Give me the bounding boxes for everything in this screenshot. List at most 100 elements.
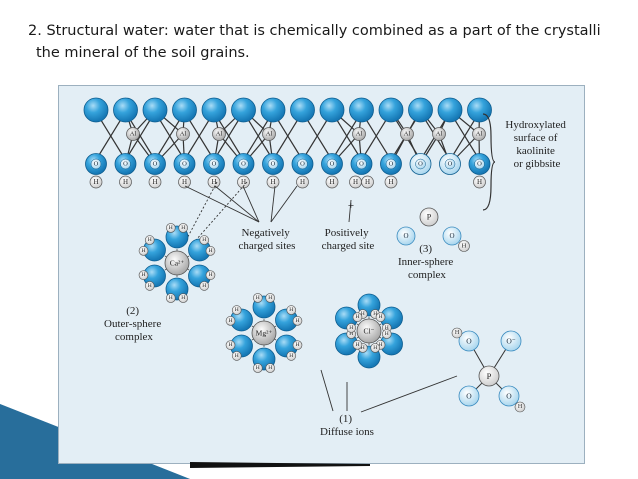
hydrogen-atom-label: H bbox=[229, 318, 233, 324]
oxygen-atom-label: O bbox=[389, 161, 394, 168]
aluminum-atom-icon bbox=[432, 127, 446, 141]
slide-body-text: 2. Structural water: water that is chemi… bbox=[28, 20, 638, 64]
hydrogen-atom-label: H bbox=[295, 318, 299, 324]
hydrogen-atom-icon bbox=[178, 175, 191, 189]
oxygen-atom-label: O bbox=[448, 161, 453, 168]
hydrogen-atom-label: H bbox=[229, 342, 233, 348]
aluminum-atom-icon bbox=[472, 127, 486, 141]
hydrogen-atom-icon bbox=[231, 305, 242, 315]
hydrogen-atom-label: H bbox=[388, 178, 393, 186]
phosphorus-atom-label: P bbox=[487, 371, 492, 381]
hydrogen-atom-icon bbox=[361, 175, 374, 189]
hydrogen-atom-label: H bbox=[361, 311, 365, 317]
hydrogen-atom-icon bbox=[352, 340, 363, 350]
hydrogen-atom-icon bbox=[473, 175, 486, 189]
hydrogen-atom-icon bbox=[144, 281, 155, 291]
aluminum-atom-icon bbox=[262, 127, 276, 141]
phosphorus-atom-label: P bbox=[427, 213, 432, 222]
surface-bracket bbox=[482, 113, 496, 211]
ion-icon bbox=[356, 318, 382, 344]
ion-label: Cl⁻ bbox=[363, 327, 374, 336]
hydrogen-atom-label: H bbox=[518, 404, 523, 410]
pointer-lines bbox=[182, 181, 458, 413]
lattice-oxygen-icon bbox=[172, 97, 197, 123]
hydrogen-atom-icon bbox=[266, 175, 280, 189]
label-hydroxylated-surface: Hydroxylated surface of kaolinite or gib… bbox=[505, 119, 568, 170]
slide-text-line-2: the mineral of the soil grains. bbox=[36, 45, 250, 61]
hydrogen-atom-label: H bbox=[477, 178, 482, 186]
oxygen-atom-label: O bbox=[477, 161, 482, 168]
ion-label: Mg²⁺ bbox=[256, 329, 273, 338]
hydrogen-atom-icon bbox=[231, 351, 242, 361]
hydrogen-atom-icon bbox=[514, 401, 526, 413]
hydrogen-atom-icon bbox=[252, 363, 263, 373]
hydrogen-atom-label: H bbox=[235, 307, 239, 313]
hydrogen-atom-label: H bbox=[142, 272, 146, 278]
oxygen-atom-label: O bbox=[94, 161, 99, 168]
oxygen-atom-label: O bbox=[449, 232, 454, 240]
hydrogen-atom-label: H bbox=[256, 295, 260, 301]
hydrogen-atom-icon bbox=[178, 293, 189, 303]
hydrogen-atom-icon bbox=[292, 340, 303, 350]
hydrogen-atom-label: H bbox=[349, 331, 353, 337]
hydrogen-atom-label: H bbox=[123, 178, 128, 186]
aluminum-atom-icon bbox=[176, 127, 190, 141]
aluminum-atom-label: Al bbox=[266, 131, 273, 138]
hydrogen-atom-icon bbox=[138, 270, 149, 280]
lattice-oxygen-icon bbox=[231, 97, 256, 123]
oxygen-atom-label: O bbox=[330, 161, 335, 168]
aluminum-atom-label: Al bbox=[216, 131, 223, 138]
oxygen-atom-label: O bbox=[182, 161, 187, 168]
hydrogen-atom-label: H bbox=[373, 311, 377, 317]
hydrogen-atom-label: H bbox=[349, 325, 353, 331]
ion-icon bbox=[251, 320, 277, 346]
hydrogen-atom-label: H bbox=[268, 295, 272, 301]
hydrogen-atom-label: H bbox=[361, 345, 365, 351]
hydrogen-atom-icon bbox=[225, 316, 236, 326]
phosphate-oxygen-icon bbox=[458, 330, 480, 352]
hydrogen-atom-icon bbox=[148, 175, 162, 189]
hydrogen-atom-label: H bbox=[181, 295, 185, 301]
phosphate-oxygen-icon bbox=[458, 385, 480, 407]
hydrogen-atom-icon bbox=[451, 327, 463, 339]
label-positively-charged: Positively charged site bbox=[322, 227, 375, 252]
hydrogen-atom-label: H bbox=[300, 178, 305, 186]
lattice-oxygen-icon bbox=[260, 97, 286, 123]
oxygen-atom-label: O bbox=[466, 392, 472, 401]
oxygen-atom-label: O bbox=[403, 232, 408, 240]
oxygen-atom-label: O bbox=[506, 392, 512, 401]
hydrogen-atom-label: H bbox=[202, 237, 206, 243]
phosphorus-atom-icon bbox=[478, 365, 500, 387]
phosphate-oxygen-icon bbox=[396, 226, 416, 246]
lattice-oxygen-icon bbox=[408, 97, 433, 123]
aluminum-atom-label: Al bbox=[436, 131, 443, 138]
lattice-oxygen-icon bbox=[83, 97, 109, 123]
hydrogen-atom-label: H bbox=[202, 283, 206, 289]
hydrogen-atom-icon bbox=[296, 175, 309, 189]
hydrogen-atom-icon bbox=[325, 175, 339, 189]
lattice-oxygen-icon bbox=[467, 97, 492, 123]
hydrogen-atom-label: H bbox=[169, 225, 173, 231]
hydrogen-atom-icon bbox=[144, 235, 155, 245]
label-diffuse-ions: (1) Diffuse ions bbox=[320, 413, 374, 438]
hydrogen-atom-icon bbox=[265, 363, 276, 373]
label-inner-sphere: (3) Inner-sphere complex bbox=[398, 243, 456, 281]
hydrogen-atom-label: H bbox=[181, 225, 185, 231]
lattice-oxygen-icon bbox=[437, 97, 463, 123]
hydrogen-atom-label: H bbox=[208, 248, 212, 254]
hydrogen-atom-label: H bbox=[208, 272, 212, 278]
phosphate-oxygen-icon bbox=[498, 385, 520, 407]
phosphorus-atom-icon bbox=[419, 207, 439, 227]
lattice-oxygen-icon bbox=[349, 97, 374, 123]
hydrogen-atom-label: H bbox=[270, 178, 275, 186]
hydrogen-atom-label: H bbox=[235, 353, 239, 359]
hydrogen-atom-label: H bbox=[268, 365, 272, 371]
hydrogen-atom-label: H bbox=[355, 342, 359, 348]
hydrogen-atom-icon bbox=[207, 175, 221, 189]
hydrogen-atom-icon bbox=[286, 305, 297, 315]
hydrogen-atom-label: H bbox=[379, 342, 383, 348]
